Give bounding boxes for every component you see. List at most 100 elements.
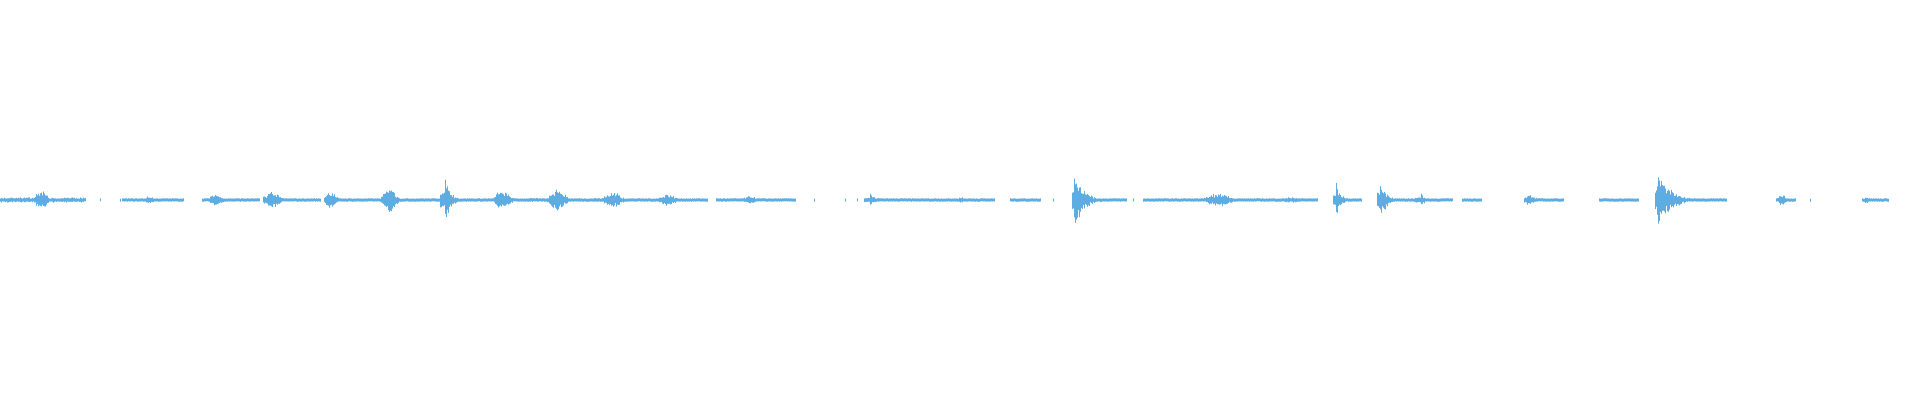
waveform-sample xyxy=(1270,198,1271,202)
waveform-sample xyxy=(141,198,142,202)
waveform-sample xyxy=(1383,193,1384,208)
waveform-sample xyxy=(1785,198,1786,203)
waveform-sample xyxy=(929,198,930,202)
waveform-sample xyxy=(623,197,624,203)
waveform-sample xyxy=(1312,198,1313,202)
waveform-sample xyxy=(1416,198,1417,203)
waveform-sample xyxy=(1150,198,1151,202)
waveform-sample xyxy=(315,198,316,202)
waveform-sample xyxy=(1406,198,1407,202)
waveform-sample xyxy=(135,198,136,202)
waveform-sample xyxy=(627,198,628,202)
waveform-sample xyxy=(294,198,295,202)
waveform-sample xyxy=(295,198,296,202)
waveform-sample xyxy=(43,191,44,206)
waveform-sample xyxy=(1211,195,1212,204)
waveform-sample xyxy=(248,198,249,202)
waveform-sample xyxy=(1623,198,1624,202)
waveform-sample xyxy=(1259,198,1260,202)
waveform-sample xyxy=(659,197,660,203)
waveform-sample xyxy=(963,198,964,202)
waveform-sample xyxy=(878,198,879,202)
waveform-sample xyxy=(1411,198,1412,202)
waveform-sample xyxy=(657,198,658,202)
waveform-sample xyxy=(452,196,453,204)
waveform-sample xyxy=(1480,198,1481,202)
waveform-sample xyxy=(1083,193,1084,205)
waveform-sample xyxy=(769,198,770,202)
waveform-sample xyxy=(347,198,348,202)
waveform-sample xyxy=(1869,198,1870,202)
waveform-sample xyxy=(1692,198,1693,202)
waveform-sample xyxy=(1631,198,1632,202)
waveform-sample xyxy=(753,197,754,203)
waveform-sample xyxy=(1239,198,1240,202)
waveform-sample xyxy=(328,193,329,206)
waveform-sample xyxy=(909,198,910,202)
waveform-sample xyxy=(1555,198,1556,202)
waveform-sample xyxy=(993,198,994,202)
waveform-sample xyxy=(704,198,705,202)
waveform-sample xyxy=(1707,198,1708,202)
waveform-sample xyxy=(476,198,477,202)
waveform-sample xyxy=(35,196,36,203)
waveform-sample xyxy=(1342,197,1343,203)
waveform-sample xyxy=(448,190,449,213)
waveform-sample xyxy=(1149,198,1150,202)
waveform-sample xyxy=(1179,198,1180,202)
waveform-sample xyxy=(18,197,19,202)
waveform-sample xyxy=(1632,198,1633,202)
waveform-sample xyxy=(447,186,448,210)
waveform-sample xyxy=(891,198,892,202)
waveform-sample xyxy=(1876,198,1877,202)
waveform-sample xyxy=(1207,197,1208,202)
waveform-sample xyxy=(1081,193,1082,208)
waveform-sample xyxy=(1275,198,1276,202)
waveform-sample xyxy=(872,197,873,202)
waveform-sample xyxy=(310,198,311,202)
waveform-sample xyxy=(576,198,577,202)
waveform-sample xyxy=(588,198,589,202)
waveform-sample xyxy=(1349,198,1350,202)
waveform-sample xyxy=(1294,198,1295,202)
waveform-sample xyxy=(482,198,483,202)
waveform-sample xyxy=(60,198,61,202)
waveform-sample xyxy=(258,198,259,202)
waveform-sample xyxy=(1433,198,1434,202)
waveform-sample xyxy=(161,198,162,202)
waveform-sample xyxy=(1389,197,1390,203)
waveform-sample xyxy=(1539,198,1540,202)
waveform-sample xyxy=(57,198,58,202)
waveform-sample xyxy=(46,195,47,205)
waveform-sample xyxy=(732,198,733,202)
waveform-sample xyxy=(1679,196,1680,206)
waveform-sample xyxy=(1124,198,1125,202)
waveform-sample xyxy=(1686,198,1687,202)
waveform-sample xyxy=(690,198,691,202)
waveform-sample xyxy=(1718,198,1719,202)
waveform-sample xyxy=(653,198,654,202)
waveform-sample xyxy=(336,197,337,203)
waveform-sample xyxy=(502,193,503,205)
waveform-sample xyxy=(1443,198,1444,202)
waveform-sample xyxy=(374,198,375,202)
waveform-sample xyxy=(533,198,534,202)
waveform-sample xyxy=(505,192,506,206)
waveform-sample xyxy=(630,198,631,202)
waveform-sample xyxy=(345,198,346,202)
waveform-sample xyxy=(1723,198,1724,202)
waveform-sample xyxy=(13,198,14,202)
waveform-sample xyxy=(303,198,304,202)
waveform-sample xyxy=(62,198,63,203)
waveform-sample xyxy=(1610,198,1611,202)
waveform-sample xyxy=(703,198,704,202)
waveform-sample xyxy=(683,198,684,202)
waveform-sample xyxy=(397,196,398,205)
waveform-sample xyxy=(1410,198,1411,202)
waveform-sample xyxy=(1452,198,1453,202)
waveform-sample xyxy=(1256,198,1257,202)
waveform-sample xyxy=(700,198,701,202)
waveform-sample xyxy=(660,197,661,203)
